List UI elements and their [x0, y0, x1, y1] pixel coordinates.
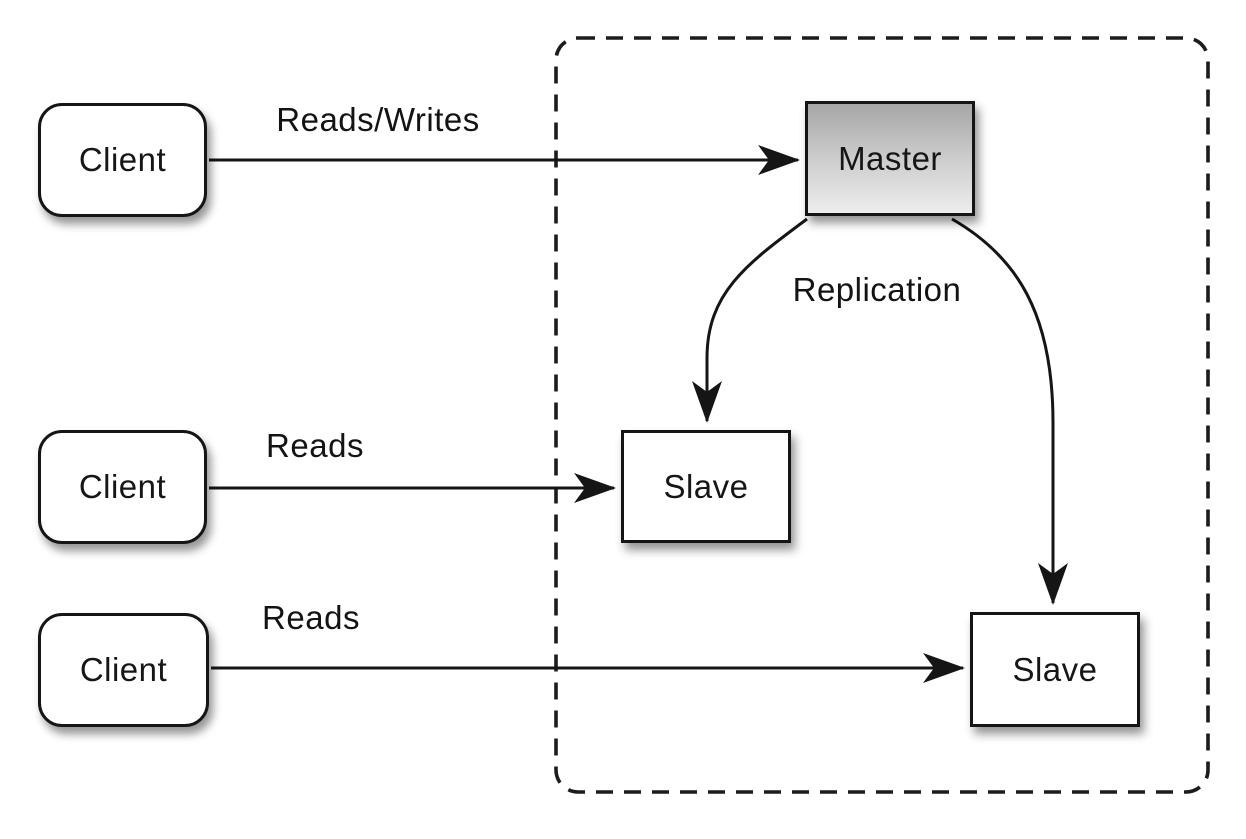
slave-node-1-label: Slave [663, 467, 749, 505]
client-node-2: Client [38, 430, 207, 544]
client-node-2-label: Client [78, 468, 167, 505]
edge-master-slave1 [692, 217, 808, 423]
slave-node-2: Slave [970, 612, 1140, 727]
edge-label-reads-2: Reads [266, 427, 364, 464]
client-node-3: Client [38, 613, 209, 727]
slave-node-1: Slave [621, 430, 791, 543]
master-node: Master [805, 101, 975, 216]
slave-node-2-label: Slave [1012, 650, 1098, 688]
master-node-label: Master [838, 139, 942, 177]
client-node-3-label: Client [79, 651, 168, 688]
client-node-1-label: Client [78, 141, 167, 178]
client-node-1: Client [38, 103, 207, 217]
edge-master-slave2 [951, 217, 1068, 605]
replication-cluster-boundary [554, 36, 1210, 794]
edge-label-reads-3: Reads [262, 599, 360, 636]
edge-label-reads-writes: Reads/Writes [276, 101, 480, 138]
edge-label-replication: Replication [792, 271, 962, 308]
